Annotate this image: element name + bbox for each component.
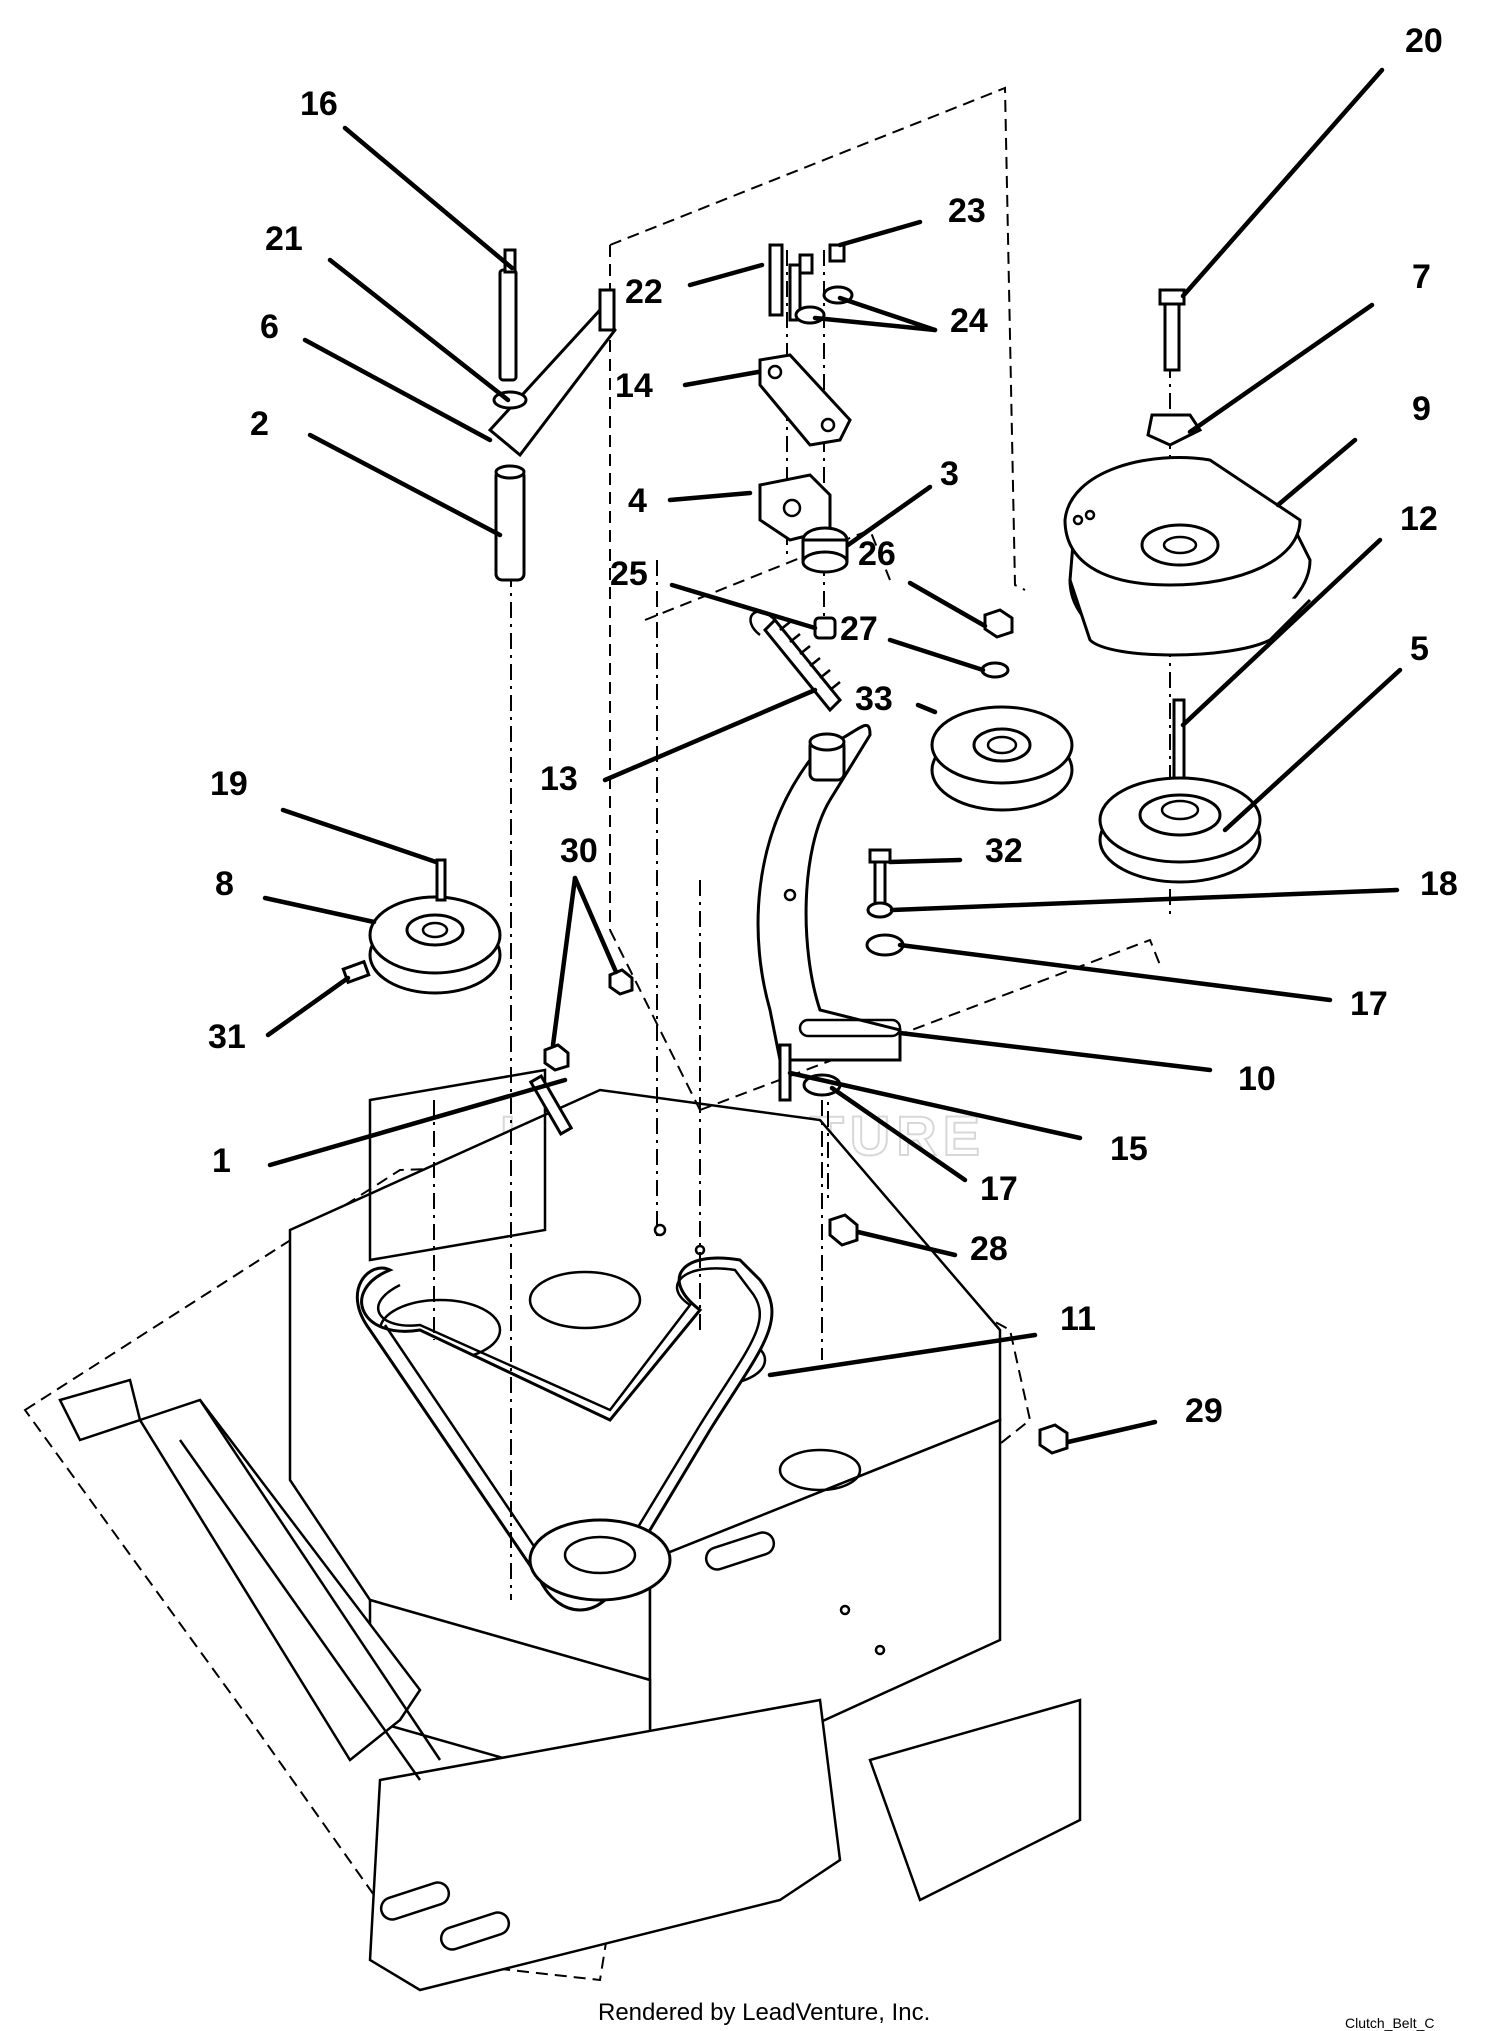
bracket-hardware	[865, 848, 905, 957]
callout-5: 5	[1410, 630, 1429, 668]
deck-nut	[1038, 1423, 1069, 1455]
callout-16: 16	[300, 85, 338, 123]
callout-20: 20	[1405, 22, 1443, 60]
assembly-box	[609, 86, 1026, 591]
callout-7: 7	[1412, 258, 1431, 296]
belt	[355, 1256, 774, 1612]
callout-12: 12	[1400, 500, 1438, 538]
idler-pulley	[930, 705, 1074, 812]
callout-17a: 17	[1350, 985, 1388, 1023]
callout-14: 14	[615, 367, 653, 405]
callout-13: 13	[540, 760, 578, 798]
callout-27: 27	[840, 610, 878, 648]
callout-8: 8	[215, 865, 234, 903]
idler-arm	[756, 723, 902, 1062]
callout-18: 18	[1420, 865, 1458, 903]
link-plate	[758, 353, 852, 447]
callout-17b: 17	[980, 1170, 1018, 1208]
callout-6: 6	[260, 308, 279, 346]
rod-hardware	[528, 968, 634, 1137]
lift-arm	[487, 288, 617, 458]
callout-1: 1	[212, 1142, 231, 1180]
idler-hardware	[768, 243, 854, 325]
leader-lines	[262, 67, 1403, 1445]
callout-32: 32	[985, 832, 1023, 870]
bushing	[801, 526, 849, 574]
clutch	[1063, 456, 1312, 657]
engine-pulley	[1098, 698, 1262, 884]
callout-24: 24	[950, 302, 988, 340]
callout-11: 11	[1060, 1300, 1096, 1338]
callout-33: 33	[855, 680, 893, 718]
callout-26: 26	[858, 535, 896, 573]
callout-25: 25	[610, 555, 648, 593]
callout-29: 29	[1185, 1392, 1223, 1430]
callout-15: 15	[1110, 1130, 1148, 1168]
callout-3: 3	[940, 455, 959, 493]
small-spacer	[813, 616, 837, 640]
idler-nut-washer	[980, 608, 1014, 679]
credit-text: Rendered by LeadVenture, Inc.	[598, 1999, 930, 2026]
spacer-tube	[494, 248, 526, 582]
callout-19: 19	[210, 765, 248, 803]
deck-pulley	[341, 858, 502, 995]
spring	[749, 610, 843, 713]
callout-2: 2	[250, 405, 269, 443]
callout-10: 10	[1238, 1060, 1276, 1098]
callout-9: 9	[1412, 390, 1431, 428]
callout-4: 4	[628, 482, 647, 520]
callout-22: 22	[625, 273, 663, 311]
corner-label: Clutch_Belt_C	[1345, 2015, 1435, 2031]
clutch-bolt	[1146, 288, 1203, 447]
callout-30: 30	[560, 832, 598, 870]
callout-23: 23	[948, 192, 986, 230]
callout-labels: 1 2 3 4 5 6 7 8 9 10 11 12 13 14 15 16 1…	[208, 22, 1458, 1430]
callout-28: 28	[970, 1230, 1008, 1268]
callout-31: 31	[208, 1018, 246, 1056]
callout-21: 21	[265, 220, 303, 258]
